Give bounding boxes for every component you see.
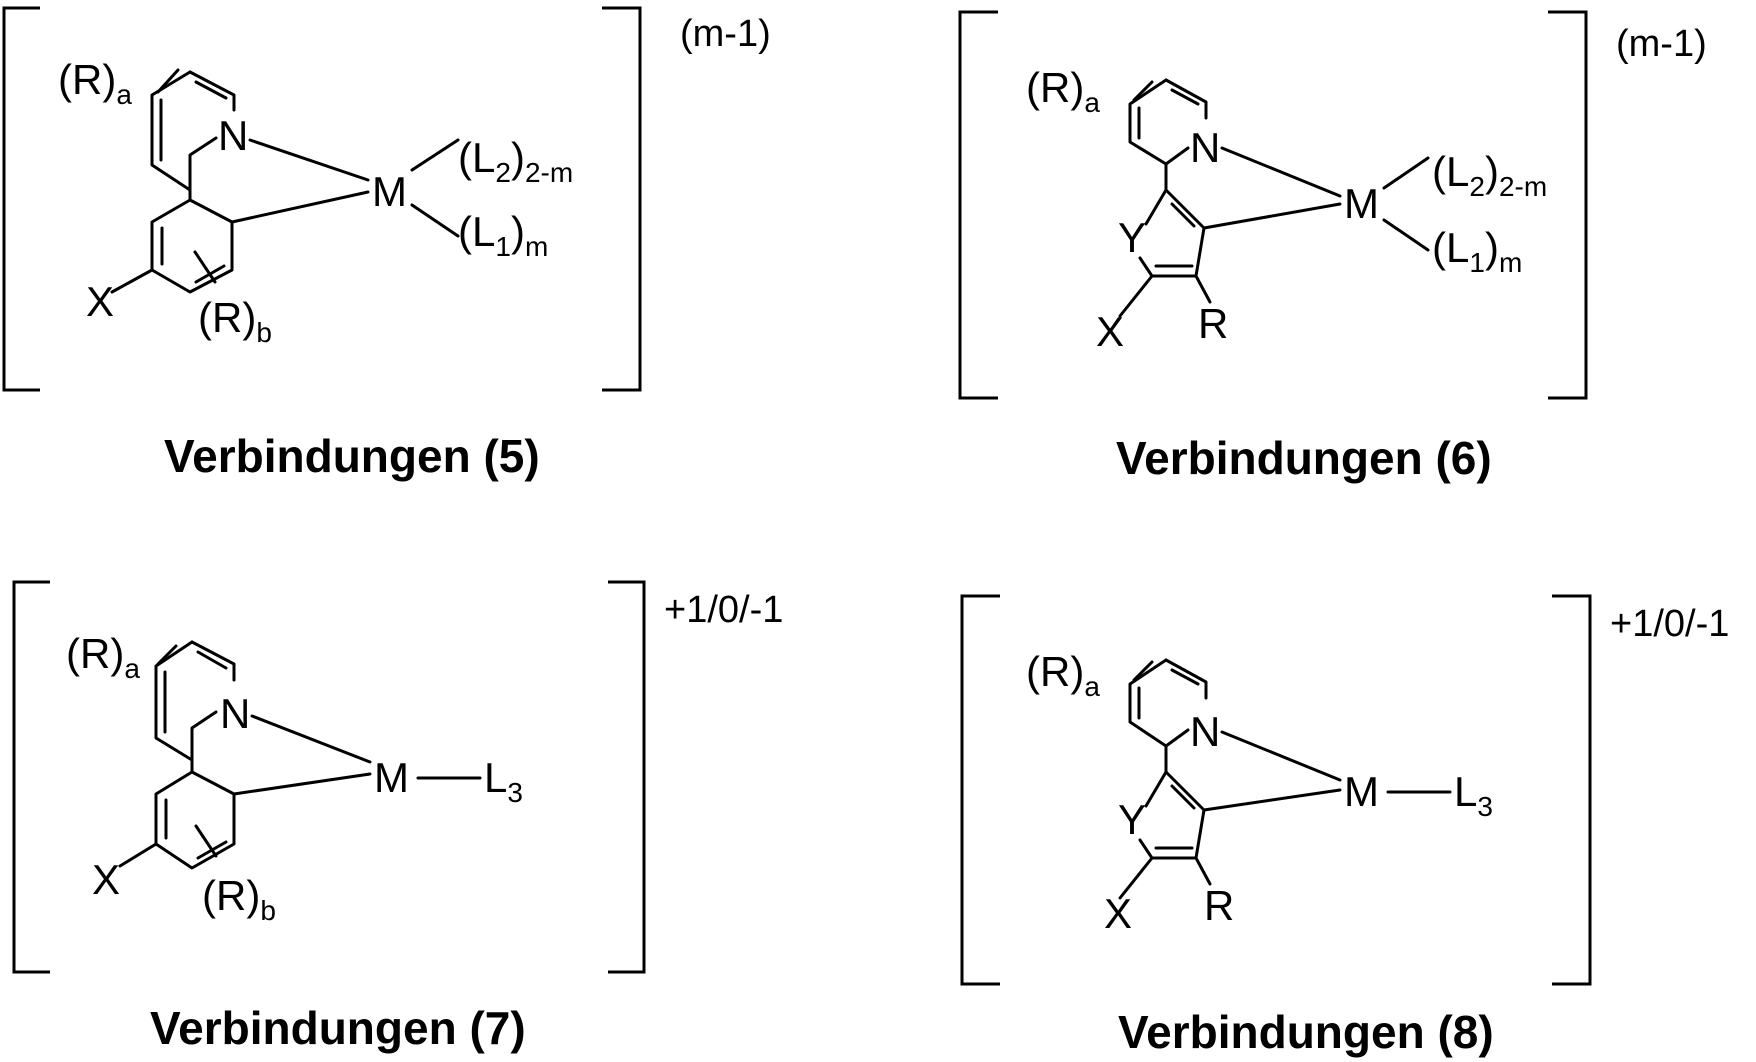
ra-label: (R)a	[66, 630, 140, 684]
nitrogen-atom: N	[220, 690, 250, 737]
n-m-bond	[252, 716, 370, 762]
x-substituent: X	[1104, 890, 1132, 937]
right-bracket	[602, 8, 640, 390]
left-bracket	[962, 596, 1000, 984]
x-substituent: X	[1096, 308, 1124, 355]
ra-label: (R)a	[58, 56, 132, 110]
n-m-bond	[1222, 732, 1340, 780]
m-l1-bond	[1384, 220, 1428, 250]
left-bracket	[960, 12, 998, 398]
nitrogen-atom: N	[1190, 708, 1220, 755]
y-heteroatom: Y	[1118, 796, 1146, 843]
c-m-bond	[232, 192, 368, 222]
x-substituent: X	[86, 278, 114, 325]
r-substituent: R	[1204, 882, 1234, 929]
c-m-bond	[1204, 204, 1340, 228]
charge-label: +1/0/-1	[1610, 603, 1729, 645]
l3-label: L3	[1454, 768, 1493, 822]
l2-label: (L2)2-m	[458, 134, 573, 188]
nitrogen-atom: N	[218, 112, 248, 159]
l1-label: (L1)m	[458, 208, 548, 262]
metal-atom: M	[1344, 768, 1379, 815]
rb-label: (R)b	[198, 294, 272, 348]
m-l1-bond	[412, 205, 458, 236]
right-bracket	[1552, 596, 1590, 984]
benzene-ring	[120, 760, 234, 868]
structure-5: (m-1) (R)a N M (L2)2-m (L1)m X (R)b	[4, 8, 771, 482]
metal-atom: M	[374, 754, 409, 801]
n-m-bond	[250, 140, 368, 180]
charge-label: (m-1)	[680, 13, 771, 55]
m-l2-bond	[412, 140, 458, 170]
benzene-ring	[112, 190, 232, 292]
n-m-bond	[1222, 148, 1340, 196]
metal-atom: M	[372, 168, 407, 215]
l1-label: (L1)m	[1432, 224, 1522, 278]
ra-label: (R)a	[1026, 648, 1100, 702]
caption-8: Verbindungen (8)	[1118, 1006, 1494, 1058]
l3-label: L3	[484, 754, 523, 808]
l2-label: (L2)2-m	[1432, 148, 1547, 202]
structure-6: (m-1) (R)a N M (L2)2-m (L1)m Y X R Ve	[960, 12, 1707, 484]
right-bracket	[1548, 12, 1586, 398]
r-substituent: R	[1198, 300, 1228, 347]
x-substituent: X	[92, 856, 120, 903]
structure-8: +1/0/-1 (R)a N M L3 Y X R Verbindungen (…	[962, 596, 1729, 1058]
metal-atom: M	[1344, 180, 1379, 227]
caption-5: Verbindungen (5)	[164, 430, 540, 482]
left-bracket	[14, 582, 50, 972]
nitrogen-atom: N	[1190, 124, 1220, 171]
left-bracket	[4, 8, 40, 390]
charge-label: (m-1)	[1616, 23, 1707, 65]
c-m-bond	[234, 774, 370, 794]
caption-6: Verbindungen (6)	[1116, 432, 1492, 484]
structure-7: +1/0/-1 (R)a N M L3 X (R)b Verbindungen …	[14, 582, 783, 1054]
m-l2-bond	[1384, 158, 1428, 188]
y-heteroatom: Y	[1118, 214, 1146, 261]
rb-label: (R)b	[202, 872, 276, 926]
ra-label: (R)a	[1026, 64, 1100, 118]
c-m-bond	[1204, 790, 1340, 810]
caption-7: Verbindungen (7)	[150, 1002, 526, 1054]
charge-label: +1/0/-1	[664, 589, 783, 631]
right-bracket	[608, 582, 644, 972]
